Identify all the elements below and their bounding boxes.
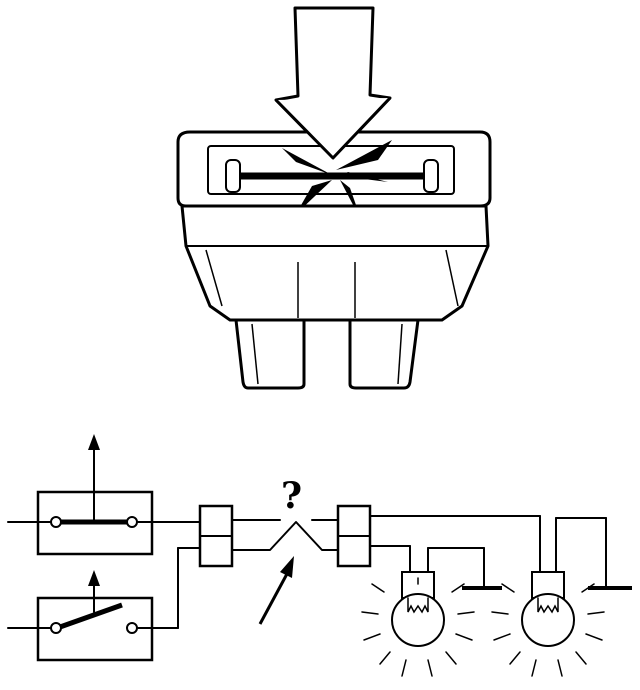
circuit-schematic: ?: [7, 434, 632, 677]
question-mark: ?: [281, 475, 302, 517]
fuse-terminal-left: [198, 504, 234, 568]
fuse-filament-right-end: [423, 159, 439, 193]
fuse-filament-left-end: [225, 159, 241, 193]
lamp-right: [491, 571, 605, 677]
lamp-left: [361, 571, 475, 677]
fuse-blade-right: [348, 318, 420, 390]
blade-fuse-illustration: [176, 6, 492, 390]
pointer-arrow-icon: [258, 571, 290, 625]
fuse-blade-left: [234, 318, 306, 390]
fuse-body: [180, 204, 490, 322]
light-rays-icon: [361, 577, 475, 677]
fuse-terminal-right: [336, 504, 372, 568]
switch-open: [7, 547, 201, 662]
switch-closed: [7, 434, 201, 556]
light-rays-icon: [491, 583, 605, 677]
blown-fuse-symbol: [231, 521, 339, 551]
